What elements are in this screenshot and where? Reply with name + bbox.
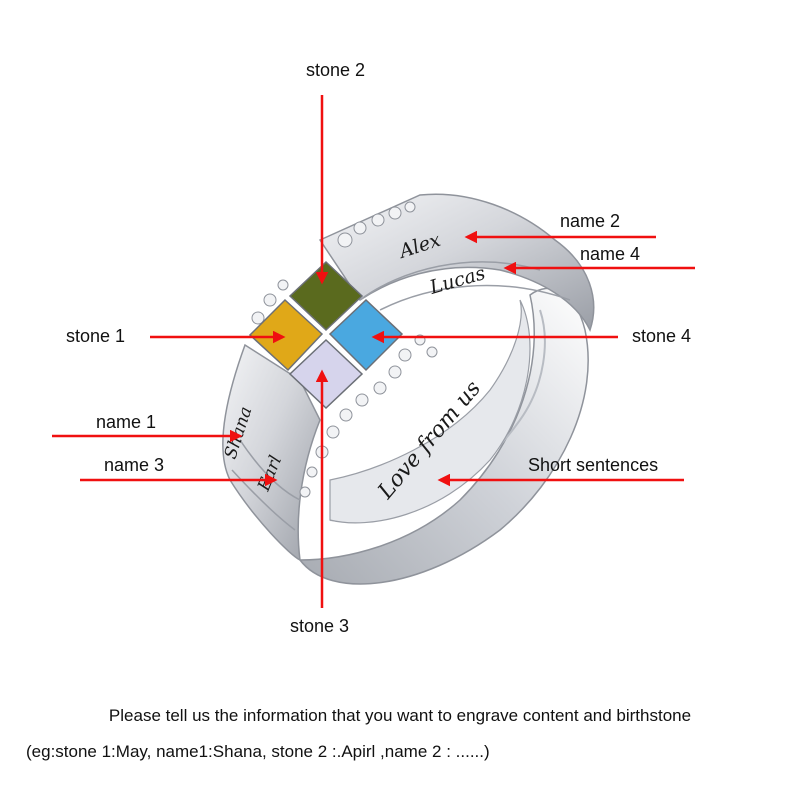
pave-diamonds <box>251 201 438 498</box>
stone-1-gem <box>248 298 324 372</box>
stone-4-gem <box>328 298 404 372</box>
label-stone-3: stone 3 <box>290 616 350 636</box>
instruction-line-2: (eg:stone 1:May, name1:Shana, stone 2 :.… <box>26 742 490 761</box>
label-stone-1: stone 1 <box>66 326 126 346</box>
label-name-1: name 1 <box>96 412 157 432</box>
label-stone-4: stone 4 <box>632 326 692 346</box>
stone-2-gem <box>288 260 364 332</box>
label-stone-2: stone 2 <box>306 60 366 80</box>
label-name-3: name 3 <box>104 455 165 475</box>
label-name-4: name 4 <box>580 244 641 264</box>
pointer-arrows <box>52 95 695 608</box>
instruction-line-1: Please tell us the information that you … <box>108 706 692 725</box>
label-name-2: name 2 <box>560 211 621 231</box>
label-short-sentences: Short sentences <box>528 455 659 475</box>
